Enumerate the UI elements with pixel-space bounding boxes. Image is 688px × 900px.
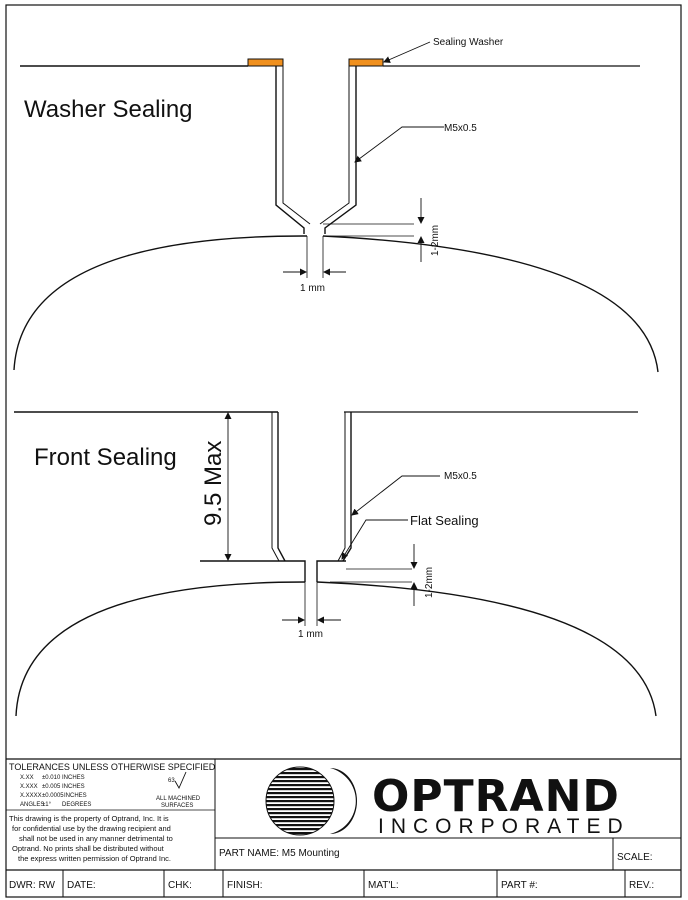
flat-sealing-label: Flat Sealing	[410, 513, 479, 528]
washer-sealing-view: Washer Sealing	[13, 41, 659, 373]
scale-field: SCALE:	[617, 852, 653, 863]
svg-text:±0.0005: ±0.0005	[42, 793, 64, 799]
front-bore-left	[277, 412, 286, 562]
sheet-border	[5, 4, 682, 898]
flat-sealing-right	[316, 560, 346, 582]
depth-label: 9.5 Max	[200, 441, 227, 526]
revision-field: REV.:	[629, 880, 654, 891]
svg-text:ANGLES: ANGLES	[20, 802, 44, 808]
washer-sealing-title: Washer Sealing	[24, 96, 193, 123]
part-number-field: PART #:	[501, 880, 538, 891]
washer-gap-label: 1-2mm	[430, 225, 441, 256]
svg-text:INCHES: INCHES	[62, 775, 85, 781]
washer-width-label: 1 mm	[300, 283, 325, 294]
svg-text:the express written permission: the express written permission of Optran…	[18, 854, 171, 863]
flat-sealing-left	[200, 560, 306, 582]
sealing-washer-right	[348, 58, 384, 67]
svg-text:shall not be used in any manne: shall not be used in any manner detrimen…	[19, 834, 173, 843]
bore-wall-left	[275, 66, 305, 234]
front-gap-label: 1-2mm	[424, 567, 435, 598]
sealing-washer-left	[247, 58, 284, 67]
logo-subtext: INCORPORATED	[378, 815, 630, 838]
front-sealing-view: Front Sealing	[14, 411, 657, 717]
property-notice: This drawing is the property of Optrand,…	[9, 814, 173, 863]
title-block	[6, 758, 681, 897]
tolerances-heading: TOLERANCES UNLESS OTHERWISE SPECIFIED	[9, 762, 216, 772]
dome-left	[13, 235, 308, 371]
finish-field: FINISH:	[227, 880, 263, 891]
front-dome-right	[316, 581, 657, 717]
date-field: DATE:	[67, 880, 96, 891]
svg-text:X.XXXX: X.XXXX	[20, 793, 42, 799]
svg-text:This drawing is the property o: This drawing is the property of Optrand,…	[9, 814, 169, 823]
surface-finish-value: 63	[168, 778, 175, 784]
svg-text:±0.005: ±0.005	[42, 784, 61, 790]
material-field: MAT'L:	[368, 880, 399, 891]
chk-field: CHK:	[168, 880, 192, 891]
washer-thread-label: M5x0.5	[444, 123, 477, 134]
optrand-logo	[265, 766, 357, 836]
part-name: PART NAME: M5 Mounting	[219, 848, 340, 859]
bore-wall-right	[324, 66, 357, 234]
svg-text:INCHES: INCHES	[62, 784, 85, 790]
surface-note-line-1: ALL MACHINED	[156, 796, 201, 802]
dome-right	[322, 235, 659, 373]
svg-text:DEGREES: DEGREES	[62, 802, 91, 808]
svg-text:Optrand. No prints shall be d: Optrand. No prints shall be distributed …	[12, 844, 165, 853]
front-thread-label: M5x0.5	[444, 471, 477, 482]
front-dome-left	[15, 581, 306, 717]
tolerance-table: X.XX ±0.010 INCHES X.XXX ±0.005 INCHES X…	[20, 775, 91, 808]
svg-text:for confidential use by the dr: for confidential use by the drawing reci…	[12, 824, 171, 833]
svg-text:±0.010: ±0.010	[42, 775, 61, 781]
svg-text:X.XXX: X.XXX	[20, 784, 38, 790]
logo-striped-disc	[266, 767, 334, 835]
svg-text:±1°: ±1°	[42, 802, 52, 808]
svg-text:X.XX: X.XX	[20, 775, 34, 781]
surface-note-line-2: SURFACES	[161, 803, 193, 809]
logo-wordmark: OPTRAND	[372, 771, 620, 822]
sealing-washer-label: Sealing Washer	[433, 37, 504, 48]
dwr-field: DWR: RW	[9, 880, 55, 891]
front-bore-right	[342, 412, 352, 562]
svg-text:INCHES: INCHES	[64, 793, 87, 799]
front-width-label: 1 mm	[298, 629, 323, 640]
front-sealing-title: Front Sealing	[34, 444, 177, 471]
